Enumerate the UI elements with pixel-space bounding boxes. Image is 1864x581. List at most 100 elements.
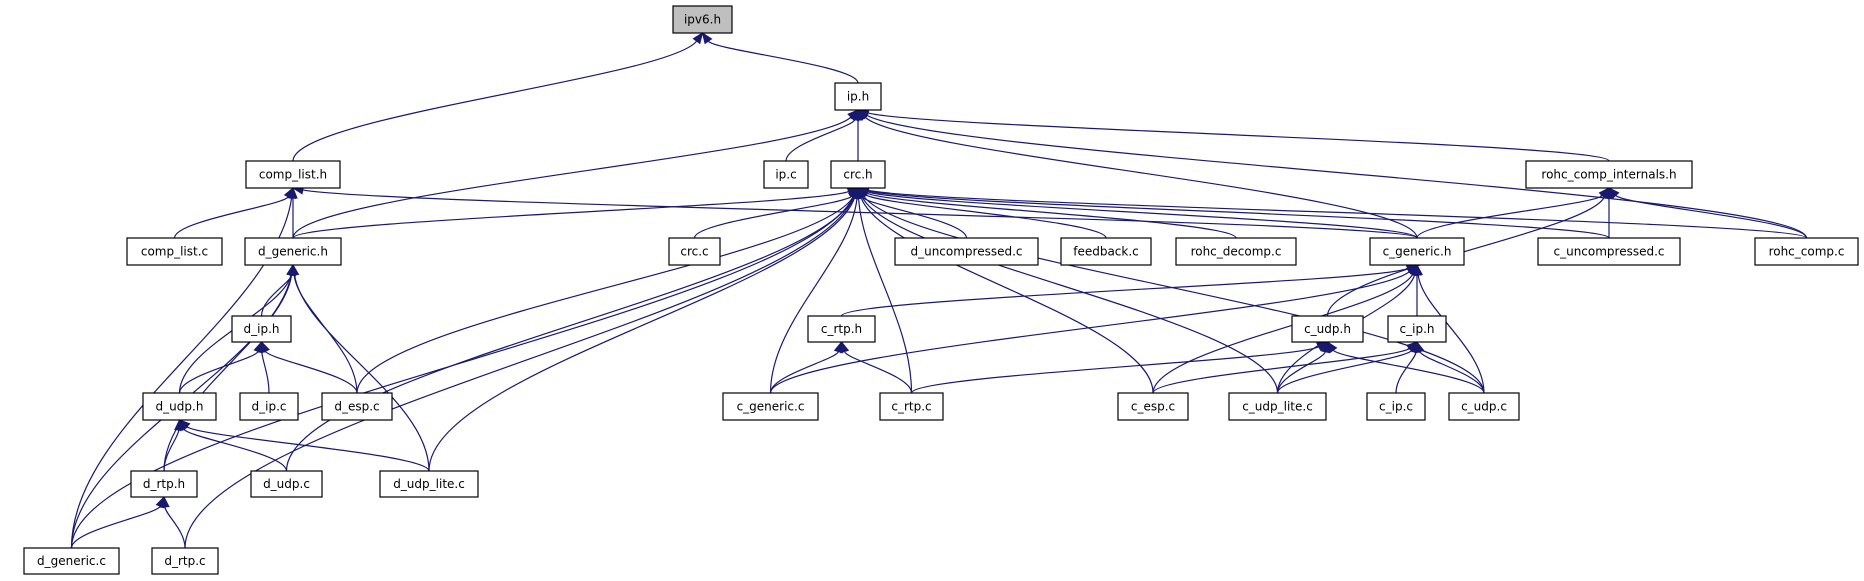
node-rohc-comp-internals-h[interactable]: rohc_comp_internals.h [1525,160,1693,189]
node-label: c_rtp.h [821,322,862,336]
node-label: comp_list.h [259,168,327,182]
node-label: d_uncompressed.c [910,245,1022,259]
node-d-rtp-c[interactable]: d_rtp.c [151,547,219,575]
node-c-udp-c[interactable]: c_udp.c [1448,392,1520,421]
node-c-ip-h[interactable]: c_ip.h [1387,315,1447,343]
node-ip-h[interactable]: ip.h [834,82,882,111]
edge-line [840,268,1408,317]
node-box [1117,392,1189,421]
node-box [668,237,721,266]
edge-line [178,350,259,394]
node-label: d_udp_lite.c [393,477,465,491]
edge-line [1152,273,1414,394]
edge-line [867,189,1808,239]
edge-comp-list-h-to-ipv6-h [292,31,704,162]
edge-c-udp-lite-c-to-c-ip-h [1276,340,1418,394]
node-crc-c[interactable]: crc.c [668,237,721,266]
node-d-generic-h[interactable]: d_generic.h [244,237,342,266]
edge-d-rtp-c-to-d-rtp-h [160,495,186,549]
edge-c-udp-c-to-c-generic-h [1413,263,1485,394]
edge-line [292,116,852,239]
node-c-udp-h[interactable]: c_udp.h [1291,315,1364,343]
node-ip-c[interactable]: ip.c [763,160,809,189]
node-c-esp-c[interactable]: c_esp.c [1117,392,1189,421]
node-d-udp-c[interactable]: d_udp.c [250,470,323,498]
edge-rohc-comp-c-to-rohc-comp-internals-h [1608,187,1808,239]
node-box [1754,237,1859,266]
node-box [379,470,479,498]
arrowhead-icon [857,186,868,200]
node-d-rtp-h[interactable]: d_rtp.h [130,470,198,498]
edge-line [293,274,358,394]
node-d-udp-h[interactable]: d_udp.h [142,392,217,421]
edge-line [1276,350,1413,394]
node-comp-list-h[interactable]: comp_list.h [245,160,341,189]
node-d-ip-h[interactable]: d_ip.h [231,315,292,343]
node-box [231,315,292,343]
edge-line [70,196,855,549]
node-box [1525,160,1693,189]
node-d-ip-c[interactable]: d_ip.c [239,392,299,421]
node-box [23,547,120,575]
node-d-generic-c[interactable]: d_generic.c [23,547,120,575]
edge-line [164,506,186,549]
node-c-generic-h[interactable]: c_generic.h [1369,237,1465,266]
node-box [1366,392,1426,421]
node-d-esp-c[interactable]: d_esp.c [321,392,393,421]
node-box [142,392,217,421]
node-label: c_udp.h [1304,322,1351,336]
edge-line [867,190,1610,239]
edge-line [864,116,1418,239]
node-label: d_udp.h [156,400,204,414]
arrowhead-icon [286,263,296,277]
node-label: d_ip.c [252,400,287,414]
edge-line [843,351,913,394]
edge-d-generic-c-to-d-rtp-h [70,495,165,549]
node-c-generic-c[interactable]: c_generic.c [722,392,819,421]
node-rohc-decomp-c[interactable]: rohc_decomp.c [1175,237,1297,266]
node-box [722,392,819,421]
node-box [807,315,876,343]
edge-c-generic-h-to-ip-h [857,109,1418,239]
node-rohc-comp-c[interactable]: rohc_comp.c [1754,237,1859,266]
edge-comp-list-c-to-comp-list-h [173,186,294,239]
node-box [1060,237,1152,266]
node-box [1175,237,1297,266]
edge-line [173,196,289,239]
node-box [1291,315,1364,343]
edge-line [1419,351,1485,394]
node-c-rtp-h[interactable]: c_rtp.h [807,315,876,343]
node-c-rtp-c[interactable]: c_rtp.c [879,392,944,421]
node-box [894,237,1039,266]
edge-line [857,197,913,394]
edge-rohc-comp-c-to-ip-h [856,109,1808,239]
node-label: d_esp.c [334,400,379,414]
arrowhead-icon [260,340,270,354]
arrowhead-icon [1413,263,1423,276]
arrowhead-icon [840,340,850,354]
node-label: c_ip.h [1400,322,1435,336]
edge-c-udp-c-to-crc-h [857,186,1485,394]
edge-line [863,195,1485,394]
node-label: d_rtp.c [164,554,205,568]
node-crc-h[interactable]: crc.h [830,160,886,189]
arrowhead-icon [701,31,713,45]
node-box [672,5,733,34]
node-label: d_generic.c [37,554,106,568]
node-comp-list-c[interactable]: comp_list.c [126,237,223,266]
node-box [834,82,882,111]
edge-c-generic-c-to-crc-h [769,186,862,394]
node-c-ip-c[interactable]: c_ip.c [1366,392,1426,421]
node-label: d_rtp.h [143,477,185,491]
node-ipv6-h[interactable]: ipv6.h [672,5,733,34]
edge-line [769,271,1410,394]
edge-ip-h-to-ipv6-h [701,31,859,84]
node-feedback-c[interactable]: feedback.c [1060,237,1152,266]
node-d-uncompressed-c[interactable]: d_uncompressed.c [894,237,1039,266]
node-c-uncompressed-c[interactable]: c_uncompressed.c [1537,237,1681,266]
node-box [130,470,198,498]
node-box [151,547,219,575]
node-c-udp-lite-c[interactable]: c_udp_lite.c [1228,392,1327,421]
node-d-udp-lite-c[interactable]: d_udp_lite.c [379,470,479,498]
